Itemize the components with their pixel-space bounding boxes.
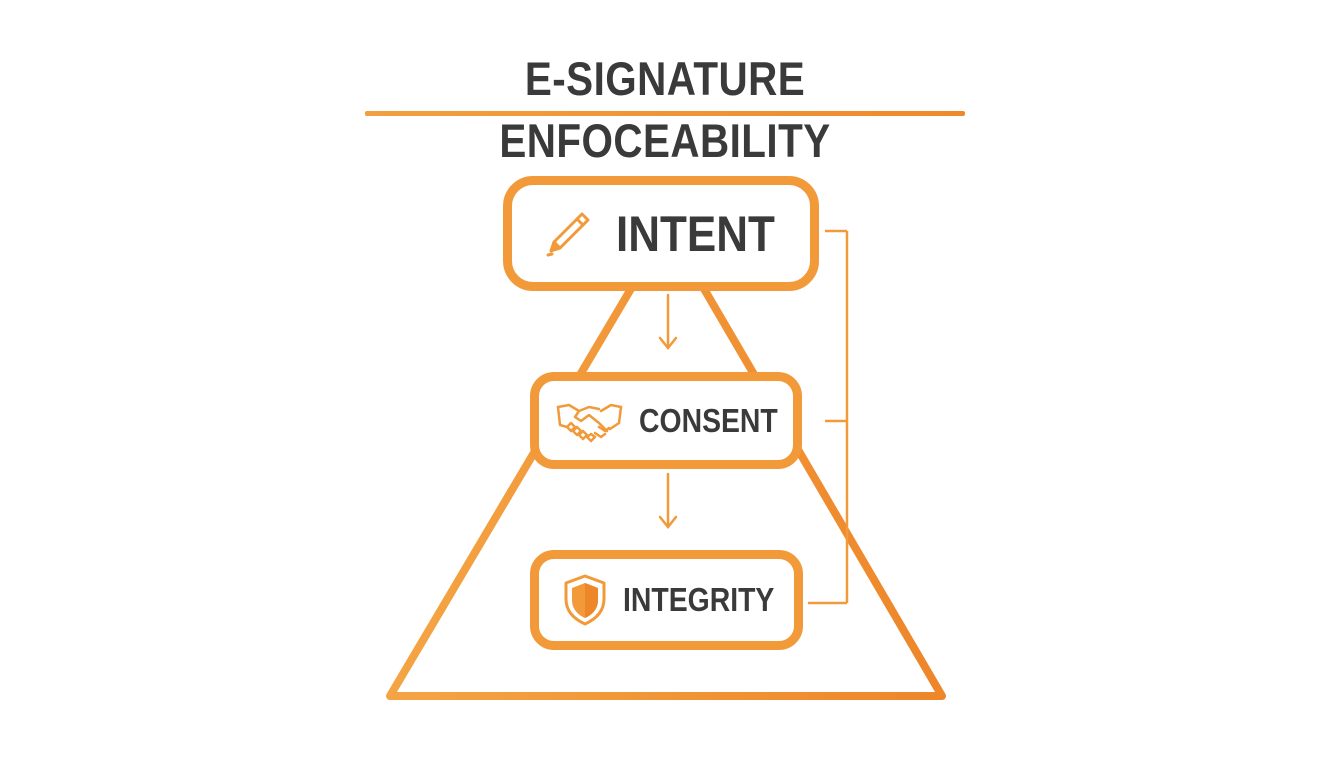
step-integrity: INTEGRITY (530, 550, 803, 650)
step-intent: INTENT (503, 176, 819, 291)
step-label: INTEGRITY (623, 581, 775, 618)
handshake-icon (555, 397, 625, 445)
step-label: INTENT (616, 205, 775, 262)
arrow-intent-to-consent (658, 293, 678, 351)
title-underline (365, 111, 965, 116)
arrow-consent-to-integrity (658, 472, 678, 530)
pen-icon (542, 208, 594, 260)
step-consent: CONSENT (530, 372, 802, 469)
side-bracket (808, 229, 849, 605)
shield-icon (561, 573, 609, 627)
diagram-title: E-SIGNATURE ENFOCEABILITY (499, 52, 831, 167)
step-label: CONSENT (639, 401, 778, 439)
